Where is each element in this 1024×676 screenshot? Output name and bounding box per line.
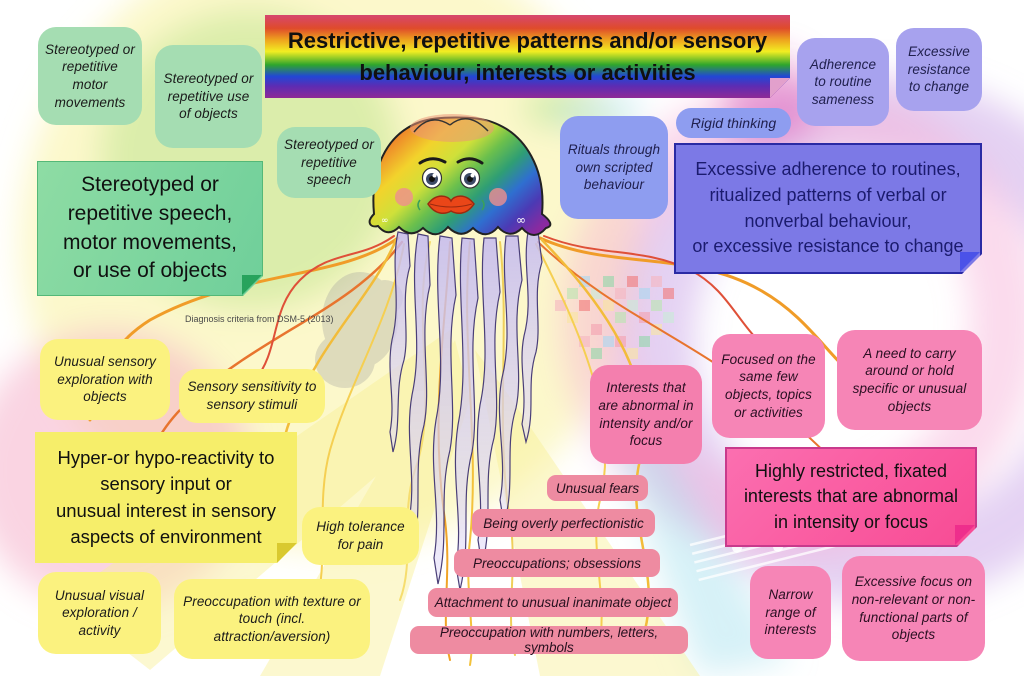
summary-line: nonverbal behaviour, xyxy=(744,210,912,231)
summary-line: ritualized patterns of verbal or xyxy=(709,184,947,205)
summary-line: unusual interest in sensory xyxy=(55,499,277,521)
note-rituals-scripted-behaviour: Rituals through own scripted behaviour xyxy=(560,116,668,219)
folded-corner xyxy=(242,275,262,295)
summary-line: interests that are abnormal xyxy=(743,486,959,507)
title-line: behaviour, interests or activities xyxy=(359,59,696,85)
note-focused-same-few: Focused on the same few objects, topics … xyxy=(712,334,825,438)
note-need-to-carry-objects: A need to carry around or hold specific … xyxy=(837,330,982,430)
title-banner: Restrictive, repetitive patterns and/or … xyxy=(265,15,790,98)
note-adherence-routine-sameness: Adherence to routine sameness xyxy=(797,38,889,126)
folded-corner xyxy=(770,78,790,98)
summary-line: or use of objects xyxy=(72,259,228,283)
gray-figure-decoration xyxy=(315,272,403,388)
note-excessive-focus-parts: Excessive focus on non-relevant or non-f… xyxy=(842,556,985,661)
note-high-tolerance-pain: High tolerance for pain xyxy=(302,507,419,565)
strip-overly-perfectionistic: Being overly perfectionistic xyxy=(472,509,655,537)
infinity-symbol-right: ∞ xyxy=(516,213,526,227)
summary-line: in intensity or focus xyxy=(773,511,929,532)
summary-line: motor movements, xyxy=(63,230,237,254)
strip-attachment-inanimate-object: Attachment to unusual inanimate object xyxy=(428,588,678,617)
summary-line: repetitive speech, xyxy=(67,201,233,225)
title-line: Restrictive, repetitive patterns and/or … xyxy=(287,27,768,53)
folded-corner xyxy=(277,543,297,563)
note-unusual-visual-exploration: Unusual visual exploration / activity xyxy=(38,572,161,654)
summary-line: Hyper-or hypo-reactivity to xyxy=(57,446,275,468)
jellyfish-bell: ∞ ∞ xyxy=(368,114,552,236)
attribution-text: Diagnosis criteria from DSM-5 (2013) xyxy=(185,314,334,324)
infinity-symbol-left: ∞ xyxy=(381,216,389,226)
summary-line: Highly restricted, fixated xyxy=(754,461,948,482)
strip-unusual-fears: Unusual fears xyxy=(547,475,648,501)
note-interests-abnormal: Interests that are abnormal in intensity… xyxy=(590,365,702,464)
folded-corner xyxy=(955,525,975,545)
strip-preoccupation-numbers-letters: Preoccupation with numbers, letters, sym… xyxy=(410,625,688,655)
summary-box-stereotyped: Stereotyped or repetitive speech, motor … xyxy=(37,161,263,296)
note-narrow-range-interests: Narrow range of interests xyxy=(750,566,831,659)
strip-preoccupations-obsessions: Preoccupations; obsessions xyxy=(454,549,660,577)
summary-line: Excessive adherence to routines, xyxy=(695,159,961,180)
note-preoccupation-texture-touch: Preoccupation with texture or touch (inc… xyxy=(174,579,370,659)
note-stereotyped-motor-movements: Stereotyped or repetitive motor movement… xyxy=(38,27,142,125)
summary-box-restricted-interests: Highly restricted, fixated interests tha… xyxy=(725,447,977,547)
note-stereotyped-use-of-objects: Stereotyped or repetitive use of objects xyxy=(155,45,262,148)
note-excessive-resistance-change: Excessive resistance to change xyxy=(896,28,982,111)
summary-line: aspects of environment xyxy=(70,525,262,547)
summary-line: sensory input or xyxy=(100,473,232,495)
summary-box-sensory-reactivity: Hyper-or hypo-reactivity to sensory inpu… xyxy=(35,432,297,563)
summary-line: or excessive resistance to change xyxy=(692,236,964,257)
note-rigid-thinking: Rigid thinking xyxy=(676,108,791,138)
note-sensory-sensitivity: Sensory sensitivity to sensory stimuli xyxy=(179,369,325,423)
note-unusual-sensory-exploration: Unusual sensory exploration with objects xyxy=(40,339,170,420)
summary-line: Stereotyped or xyxy=(81,172,219,196)
summary-box-routines: Excessive adherence to routines, rituali… xyxy=(674,143,982,274)
pixel-mosaic-decoration xyxy=(555,276,674,359)
folded-corner xyxy=(960,252,980,272)
note-stereotyped-speech: Stereotyped or repetitive speech xyxy=(277,127,381,198)
